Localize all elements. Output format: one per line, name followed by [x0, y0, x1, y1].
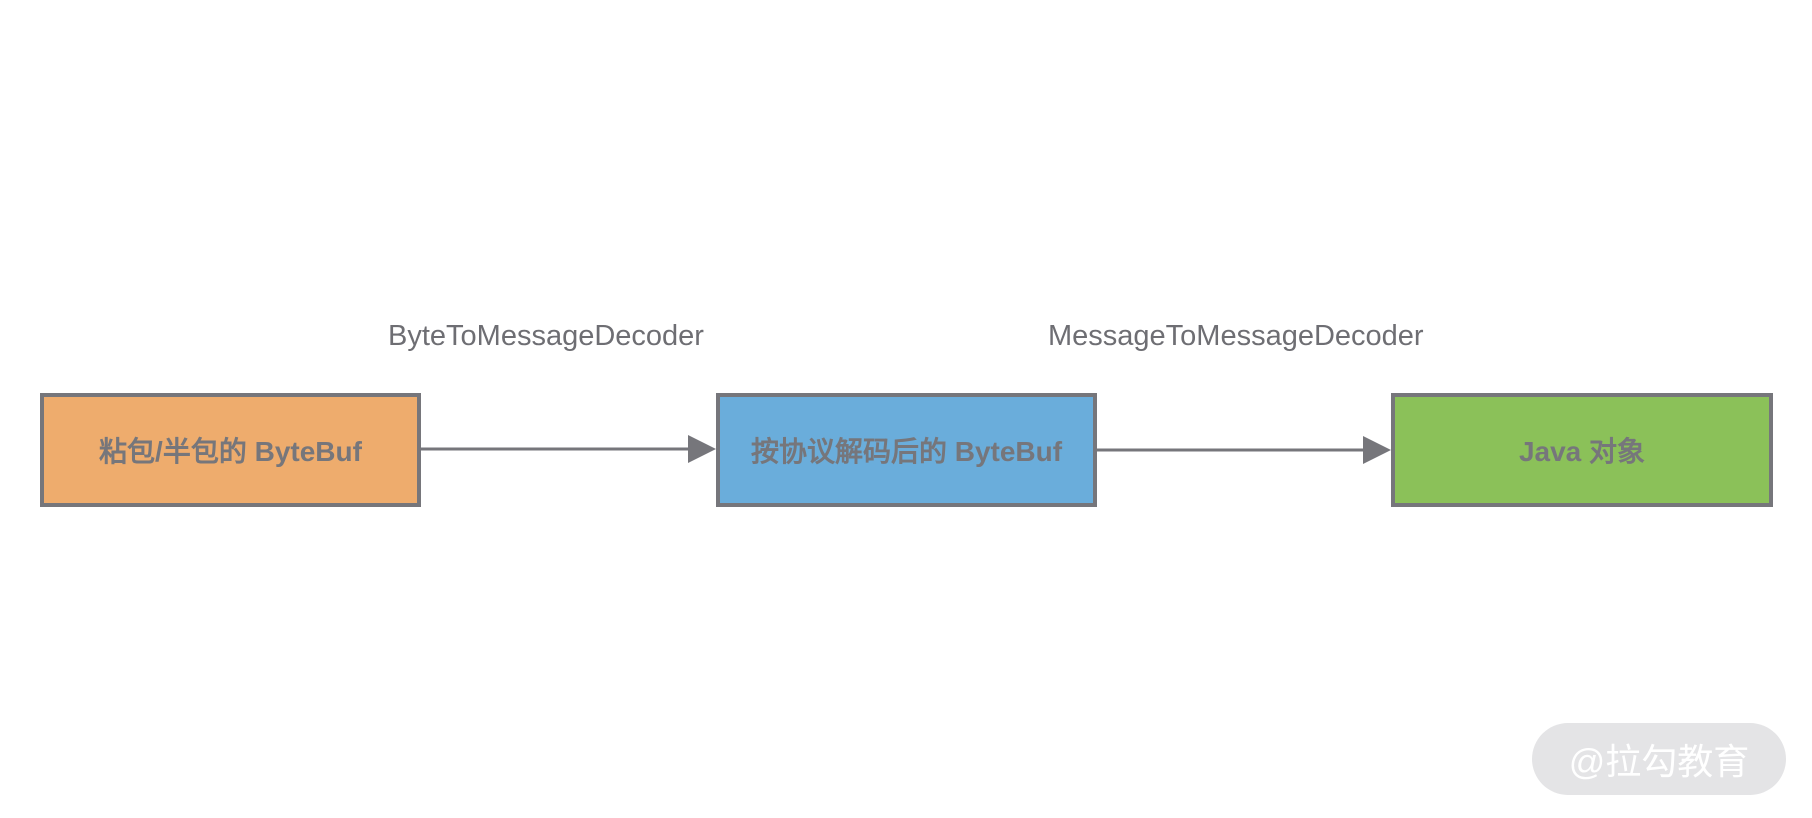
- edge-label-message-to-message-decoder: MessageToMessageDecoder: [1048, 320, 1424, 352]
- node-raw-bytebuf-label: 粘包/半包的 ByteBuf: [99, 436, 362, 467]
- arrow-raw-to-decoded: [421, 435, 716, 463]
- node-decoded-bytebuf: 按协议解码后的 ByteBuf: [716, 393, 1097, 507]
- watermark-text: @拉勾教育: [1568, 741, 1750, 782]
- edge-label-byte-to-message-decoder: ByteToMessageDecoder: [388, 320, 704, 352]
- node-decoded-bytebuf-label: 按协议解码后的 ByteBuf: [750, 436, 1063, 467]
- arrow-decoded-to-object: [1097, 436, 1391, 464]
- arrowhead-2: [1363, 436, 1391, 464]
- node-java-object: Java 对象: [1391, 393, 1773, 507]
- watermark-badge: @拉勾教育: [1532, 723, 1786, 795]
- node-raw-bytebuf: 粘包/半包的 ByteBuf: [40, 393, 421, 507]
- arrowhead-1: [688, 435, 716, 463]
- node-java-object-label: Java 对象: [1518, 436, 1646, 467]
